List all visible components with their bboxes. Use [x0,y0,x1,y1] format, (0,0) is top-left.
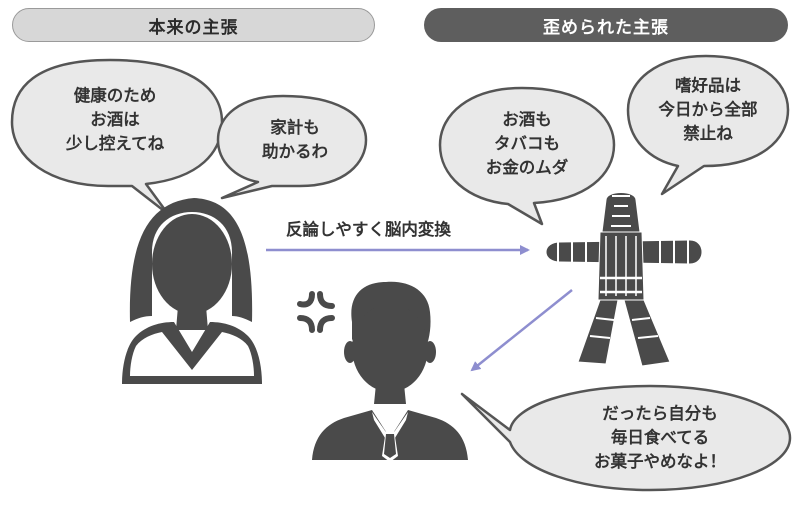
bubble-retort-line-1: だったら自分も [602,404,718,423]
man-icon [312,281,468,462]
anger-icon [297,291,335,333]
original-claim-header: 本来の主張 [12,8,375,42]
bubble-health-line-2: お酒は [90,110,140,129]
woman-icon [122,198,262,384]
distorted-claim-header: 歪められた主張 [424,8,788,42]
bubble-ban-text: 嗜好品は 今日から全部 禁止ね [636,74,780,146]
bubble-waste-line-1: お酒も [502,110,552,129]
arrow-label: 反論しやすく脳内変換 [286,220,451,239]
bubble-waste-line-2: タバコも [494,134,560,153]
bubble-retort-text: だったら自分も 毎日食べてる お菓子やめなよ！ [560,402,760,474]
bubble-ban-line-1: 嗜好品は [675,76,741,95]
bubble-health-text: 健康のため お酒は 少し控えてね [40,84,190,156]
bubble-health-line-3: 少し控えてね [65,134,165,153]
speech-bubble-ban [626,54,790,196]
speech-bubble-health [10,58,224,216]
attack-arrow [470,289,573,372]
speech-bubble-waste [438,86,616,226]
bubble-waste-line-3: お金のムダ [485,158,569,177]
bubble-waste-text: お酒も タバコも お金のムダ [460,108,594,180]
bubble-ban-line-3: 禁止ね [683,124,733,143]
bubble-retort-line-3: お菓子やめなよ！ [594,452,726,471]
bubble-budget-text: 家計も 助かるわ [230,116,360,164]
speech-bubble-budget [216,94,368,200]
bubble-ban-line-2: 今日から全部 [658,100,758,119]
bubble-health-line-1: 健康のため [73,86,157,105]
bubble-budget-line-1: 家計も [270,118,320,137]
speech-bubble-retort [460,384,792,492]
bubble-budget-line-2: 助かるわ [262,142,328,161]
straw-doll-icon [545,192,703,367]
bubble-retort-line-2: 毎日食べてる [610,428,710,447]
